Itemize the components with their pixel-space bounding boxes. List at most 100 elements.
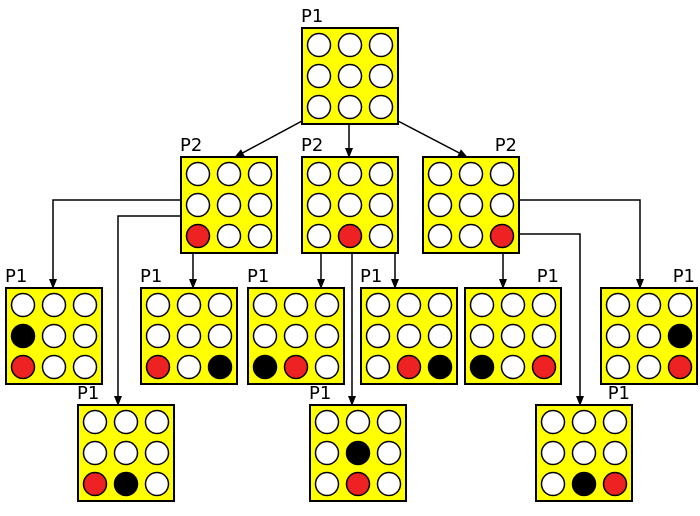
board-c1: P1 bbox=[464, 266, 562, 385]
empty-slot bbox=[396, 323, 422, 349]
board-root: P1 bbox=[301, 6, 399, 125]
player-label: P1 bbox=[673, 266, 695, 287]
board-c3: P1 bbox=[600, 266, 698, 385]
empty-slot bbox=[207, 292, 233, 318]
empty-slot bbox=[41, 354, 67, 380]
empty-slot bbox=[540, 409, 566, 435]
red-disc bbox=[145, 354, 171, 380]
empty-slot bbox=[427, 323, 453, 349]
empty-slot bbox=[216, 223, 242, 249]
empty-slot bbox=[345, 409, 371, 435]
player-label: P2 bbox=[301, 135, 323, 156]
empty-slot bbox=[531, 323, 557, 349]
board-a: P2 bbox=[180, 135, 278, 254]
edge-a-a3 bbox=[114, 215, 181, 406]
empty-slot bbox=[500, 323, 526, 349]
red-disc bbox=[667, 354, 693, 380]
board-b: P2 bbox=[301, 135, 399, 254]
edges-layer bbox=[49, 120, 644, 406]
empty-slot bbox=[458, 161, 484, 187]
black-disc bbox=[571, 471, 597, 497]
player-label: P2 bbox=[495, 135, 517, 156]
empty-slot bbox=[376, 409, 402, 435]
empty-slot bbox=[396, 292, 422, 318]
empty-slot bbox=[176, 323, 202, 349]
empty-slot bbox=[605, 292, 631, 318]
empty-slot bbox=[540, 471, 566, 497]
red-disc bbox=[396, 354, 422, 380]
empty-slot bbox=[368, 94, 394, 120]
empty-slot bbox=[365, 323, 391, 349]
player-label: P1 bbox=[608, 383, 630, 404]
empty-slot bbox=[145, 292, 171, 318]
empty-slot bbox=[252, 292, 278, 318]
red-disc bbox=[602, 471, 628, 497]
empty-slot bbox=[145, 323, 171, 349]
black-disc bbox=[427, 354, 453, 380]
empty-slot bbox=[368, 63, 394, 89]
empty-slot bbox=[337, 161, 363, 187]
empty-slot bbox=[368, 192, 394, 218]
empty-slot bbox=[306, 32, 332, 58]
empty-slot bbox=[531, 292, 557, 318]
player-label: P1 bbox=[360, 266, 382, 287]
empty-slot bbox=[306, 223, 332, 249]
board-c: P2 bbox=[422, 135, 520, 254]
empty-slot bbox=[469, 323, 495, 349]
empty-slot bbox=[427, 223, 453, 249]
red-disc bbox=[185, 223, 211, 249]
red-disc bbox=[283, 354, 309, 380]
empty-slot bbox=[368, 223, 394, 249]
player-label: P1 bbox=[537, 266, 559, 287]
empty-slot bbox=[368, 161, 394, 187]
empty-slot bbox=[306, 161, 332, 187]
black-disc bbox=[252, 354, 278, 380]
empty-slot bbox=[458, 192, 484, 218]
empty-slot bbox=[500, 354, 526, 380]
empty-slot bbox=[247, 192, 273, 218]
empty-slot bbox=[10, 292, 36, 318]
empty-slot bbox=[667, 292, 693, 318]
empty-slot bbox=[306, 63, 332, 89]
board-a3: P1 bbox=[77, 383, 175, 502]
black-disc bbox=[10, 323, 36, 349]
empty-slot bbox=[72, 323, 98, 349]
empty-slot bbox=[72, 292, 98, 318]
empty-slot bbox=[376, 471, 402, 497]
empty-slot bbox=[365, 292, 391, 318]
empty-slot bbox=[314, 323, 340, 349]
empty-slot bbox=[337, 63, 363, 89]
empty-slot bbox=[636, 323, 662, 349]
empty-slot bbox=[185, 161, 211, 187]
board-a2: P1 bbox=[140, 266, 238, 385]
empty-slot bbox=[427, 192, 453, 218]
empty-slot bbox=[636, 292, 662, 318]
empty-slot bbox=[144, 471, 170, 497]
empty-slot bbox=[605, 354, 631, 380]
empty-slot bbox=[458, 223, 484, 249]
empty-slot bbox=[314, 409, 340, 435]
empty-slot bbox=[176, 292, 202, 318]
red-disc bbox=[10, 354, 36, 380]
empty-slot bbox=[247, 223, 273, 249]
empty-slot bbox=[41, 323, 67, 349]
edge-a-a1 bbox=[49, 199, 181, 289]
empty-slot bbox=[216, 161, 242, 187]
empty-slot bbox=[602, 440, 628, 466]
empty-slot bbox=[216, 192, 242, 218]
empty-slot bbox=[337, 94, 363, 120]
empty-slot bbox=[376, 440, 402, 466]
empty-slot bbox=[337, 192, 363, 218]
player-label: P1 bbox=[5, 266, 27, 287]
black-disc bbox=[667, 323, 693, 349]
empty-slot bbox=[365, 354, 391, 380]
empty-slot bbox=[144, 409, 170, 435]
board-b3: P1 bbox=[360, 266, 458, 385]
black-disc bbox=[345, 440, 371, 466]
empty-slot bbox=[602, 409, 628, 435]
empty-slot bbox=[489, 192, 515, 218]
player-label: P1 bbox=[77, 383, 99, 404]
